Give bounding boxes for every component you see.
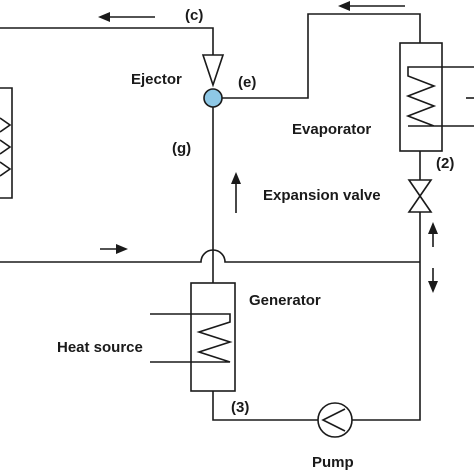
expansion-valve xyxy=(407,179,433,213)
pipe-generator-pump xyxy=(212,391,318,421)
condenser-edge xyxy=(0,87,13,199)
arrow-top-right xyxy=(338,1,405,11)
pipe-ejector-evaporator xyxy=(222,13,421,99)
arrow-valve-down xyxy=(428,268,438,293)
evaporator-coil xyxy=(405,66,474,127)
arrow-top-left xyxy=(98,12,155,22)
label-3: (3) xyxy=(231,399,250,416)
pipe-top-left xyxy=(0,27,214,55)
label-g: (g) xyxy=(172,140,192,157)
label-c: (c) xyxy=(185,7,204,24)
label-generator: Generator xyxy=(249,292,321,309)
condenser-coil xyxy=(0,117,12,177)
evaporator-box xyxy=(399,42,443,152)
pipe-valve-down xyxy=(352,212,421,421)
arrow-generator-up xyxy=(231,172,241,213)
label-heat-source: Heat source xyxy=(57,339,143,356)
pump-body xyxy=(317,402,353,438)
label-pump: Pump xyxy=(312,454,354,471)
label-ejector: Ejector xyxy=(131,71,182,88)
label-expansion-valve: Expansion valve xyxy=(263,187,381,204)
generator-coil xyxy=(150,313,233,363)
ejector-body xyxy=(203,88,223,108)
label-e: (e) xyxy=(238,74,257,91)
label-2: (2) xyxy=(436,155,455,172)
pipe-middle xyxy=(0,249,420,263)
arrow-middle-left xyxy=(100,244,128,254)
arrow-valve-up xyxy=(428,222,438,247)
ejector-nozzle xyxy=(201,54,225,88)
label-evaporator: Evaporator xyxy=(292,121,372,138)
pump-symbol xyxy=(321,408,346,432)
